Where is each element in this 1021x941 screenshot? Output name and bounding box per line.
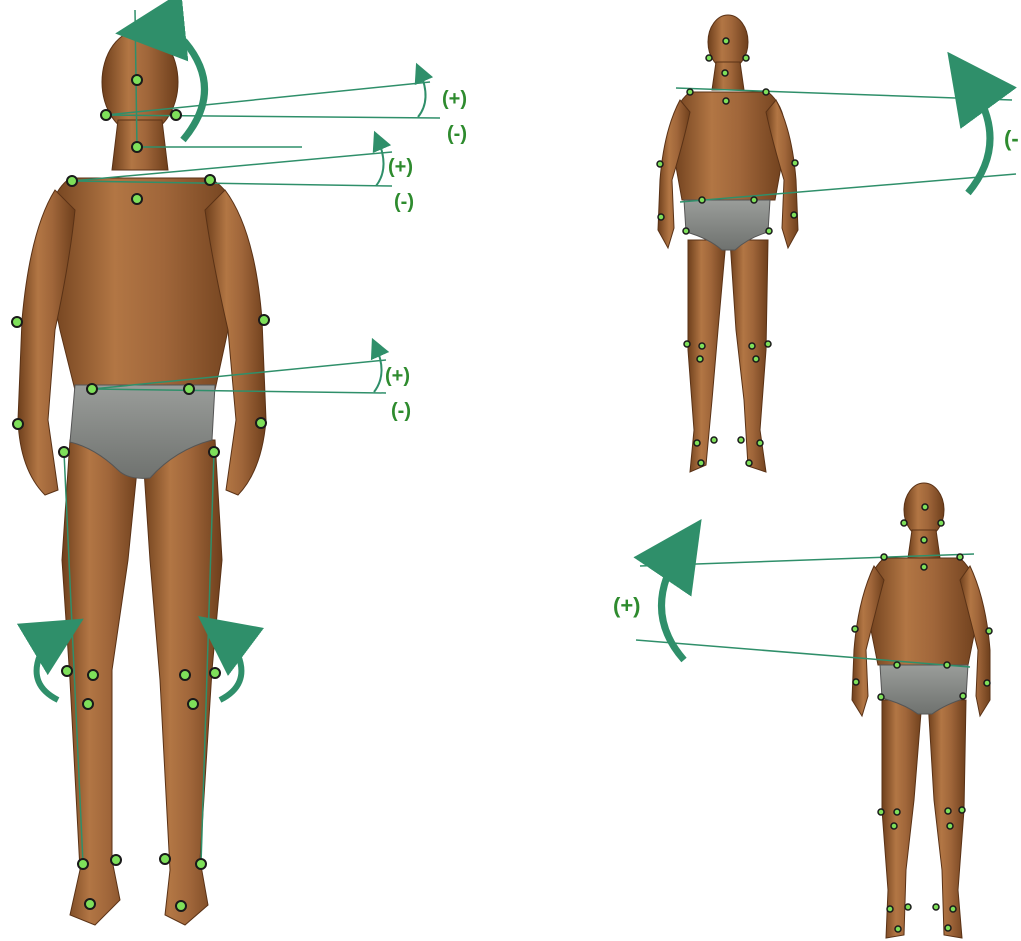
landmark-dot [878,809,884,815]
landmark-dot [757,440,763,446]
landmark-dot [945,808,951,814]
landmark-dot [85,899,95,909]
right-knee-rotation-arrow [220,634,241,700]
landmark-dot [746,460,752,466]
landmark-dot [959,807,965,813]
bottom-right-figure: (+) [613,483,992,938]
landmark-dot [960,693,966,699]
landmark-dot [881,554,887,560]
top-right-tilt-minus-label: (- [1004,126,1019,151]
head-tilt-plus-label: (+) [442,88,467,110]
landmark-dot [658,214,664,220]
landmark-dot [947,823,953,829]
shoulder-tilt-minus-label: (-) [394,191,414,213]
landmark-dot [87,384,97,394]
landmark-dot [132,142,142,152]
head-tilt-minus-label: (-) [447,123,467,145]
landmark-dot [256,418,266,428]
landmark-dot [921,564,927,570]
landmark-dot [986,628,992,634]
landmark-dot [132,194,142,204]
landmark-dot [694,440,700,446]
landmark-dot [188,699,198,709]
landmark-dot [753,356,759,362]
landmark-dot [763,89,769,95]
pelvis-tilt-plus-label: (+) [385,365,410,387]
landmark-dot [938,520,944,526]
landmark-dot [792,160,798,166]
landmark-dot [921,537,927,543]
shoulder-tilt-plus-label: (+) [388,156,413,178]
landmark-dot [687,89,693,95]
landmark-dot [78,859,88,869]
landmark-dot [111,855,121,865]
landmark-dot [957,554,963,560]
landmark-dot [132,75,142,85]
landmark-dot [684,341,690,347]
landmark-dot [722,70,728,76]
landmark-dot [176,901,186,911]
landmark-dot [13,419,23,429]
landmark-dot [887,906,893,912]
pelvis-tilt-minus-label: (-) [391,400,411,422]
landmark-dot [723,98,729,104]
landmark-dot [765,341,771,347]
landmark-dot [83,699,93,709]
landmark-dot [88,670,98,680]
landmark-dot [711,437,717,443]
landmark-dot [101,110,111,120]
top-right-figure: (- [657,15,1019,472]
landmark-dot [699,197,705,203]
head-tilt-small-arrow [418,72,426,117]
landmark-dot [723,38,729,44]
landmark-dot [196,859,206,869]
landmark-dot [984,680,990,686]
landmark-dot [853,679,859,685]
landmark-dot [657,161,663,167]
left-knee-rotation-arrow [37,634,58,700]
landmark-dot [209,447,219,457]
landmark-dot [210,668,220,678]
landmark-dot [62,666,72,676]
landmark-dot [171,110,181,120]
landmark-dot [205,175,215,185]
landmark-dot [894,809,900,815]
landmark-dot [67,176,77,186]
landmark-dot [699,343,705,349]
landmark-dot [878,694,884,700]
landmark-dot [743,55,749,61]
pelvis-tilt-small-arrow [374,347,382,392]
landmark-dot [905,904,911,910]
landmark-dot [706,55,712,61]
landmark-dot [698,460,704,466]
landmark-dot [738,437,744,443]
landmark-dot [184,384,194,394]
landmark-dot [59,447,69,457]
landmark-dot [749,343,755,349]
large-figure: (+) (-) (+) (-) (+) (-) [12,10,467,925]
landmark-dot [259,315,269,325]
landmark-dot [950,906,956,912]
landmark-dot [12,317,22,327]
landmark-dot [751,197,757,203]
landmark-dot [683,228,689,234]
landmark-dot [895,926,901,932]
landmark-dot [791,212,797,218]
landmark-dot [852,626,858,632]
landmark-dot [922,504,928,510]
landmark-dot [891,823,897,829]
landmark-dot [894,662,900,668]
bottom-right-tilt-plus-label: (+) [613,593,641,618]
landmark-dot [945,925,951,931]
landmark-dot [697,356,703,362]
landmark-dot [766,228,772,234]
landmark-dot [944,662,950,668]
shoulder-tilt-small-arrow [376,140,384,186]
landmark-dot [901,520,907,526]
landmark-dot [180,670,190,680]
landmark-dot [933,904,939,910]
landmark-dot [160,854,170,864]
